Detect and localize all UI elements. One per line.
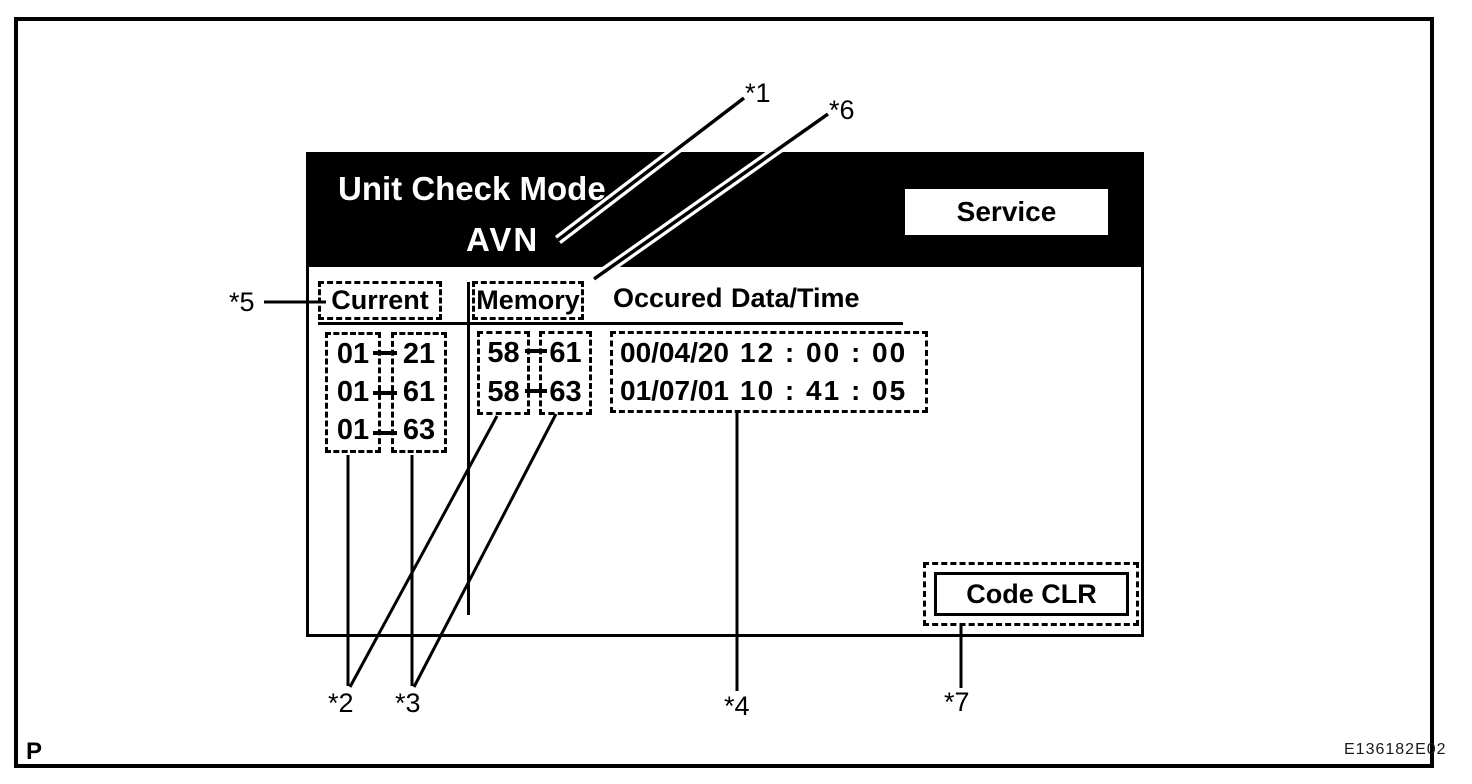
callout-label-4: *4 [724, 691, 750, 721]
column-header-current: Current [318, 281, 442, 320]
code-separator [373, 431, 397, 435]
occurrence-row: 01/07/01 10 : 41 : 05 [613, 372, 925, 410]
header-underline [318, 322, 903, 325]
code-value: 21 [402, 337, 436, 370]
code-separator [373, 391, 397, 395]
code-value: 01 [336, 375, 370, 408]
callout-label-1: *1 [745, 78, 771, 108]
page-marker: P [26, 738, 43, 765]
memory-codes-right-box: 61 63 [539, 331, 592, 415]
service-button[interactable]: Service [905, 189, 1108, 235]
unit-check-mode-screen: Unit Check Mode AVN Service Current Memo… [306, 152, 1144, 637]
code-separator [373, 351, 397, 355]
column-header-occured: Occured [613, 283, 723, 313]
occurrence-time: 12 : 00 : 00 [740, 337, 908, 368]
code-value: 58 [487, 337, 520, 369]
memory-codes-left-box: 58 58 [477, 331, 530, 415]
column-divider [467, 282, 470, 615]
code-value: 61 [402, 375, 436, 408]
screen-title: Unit Check Mode [338, 170, 606, 207]
callout-label-7: *7 [944, 687, 970, 717]
callout-label-2: *2 [328, 688, 354, 718]
code-value: 01 [336, 337, 370, 370]
current-codes-right-box: 21 61 63 [391, 332, 447, 453]
occurrence-datetime-box: 00/04/20 12 : 00 : 00 01/07/01 10 : 41 :… [610, 331, 928, 413]
occurrence-time: 10 : 41 : 05 [740, 375, 908, 406]
figure-code: E136182E02 [1344, 741, 1447, 758]
code-value: 58 [487, 376, 520, 408]
code-clr-button[interactable]: Code CLR [934, 572, 1129, 616]
occurrence-date: 01/07/01 [620, 375, 729, 406]
column-header-datatime: Data/Time [731, 283, 860, 313]
code-clr-highlight-box: Code CLR [923, 562, 1139, 626]
occurrence-date: 00/04/20 [620, 337, 729, 368]
code-value: 01 [336, 414, 370, 447]
figure-border [14, 17, 1434, 768]
screen-unit-label: AVN [466, 221, 540, 258]
code-separator [525, 389, 547, 393]
occurrence-row: 00/04/20 12 : 00 : 00 [613, 334, 925, 372]
code-value: 63 [402, 414, 436, 447]
callout-label-5: *5 [229, 287, 255, 317]
code-separator [525, 349, 547, 353]
code-value: 61 [549, 337, 582, 369]
callout-label-6: *6 [829, 95, 855, 125]
callout-label-3: *3 [395, 688, 421, 718]
code-value: 63 [549, 376, 582, 408]
column-header-memory: Memory [472, 281, 584, 320]
